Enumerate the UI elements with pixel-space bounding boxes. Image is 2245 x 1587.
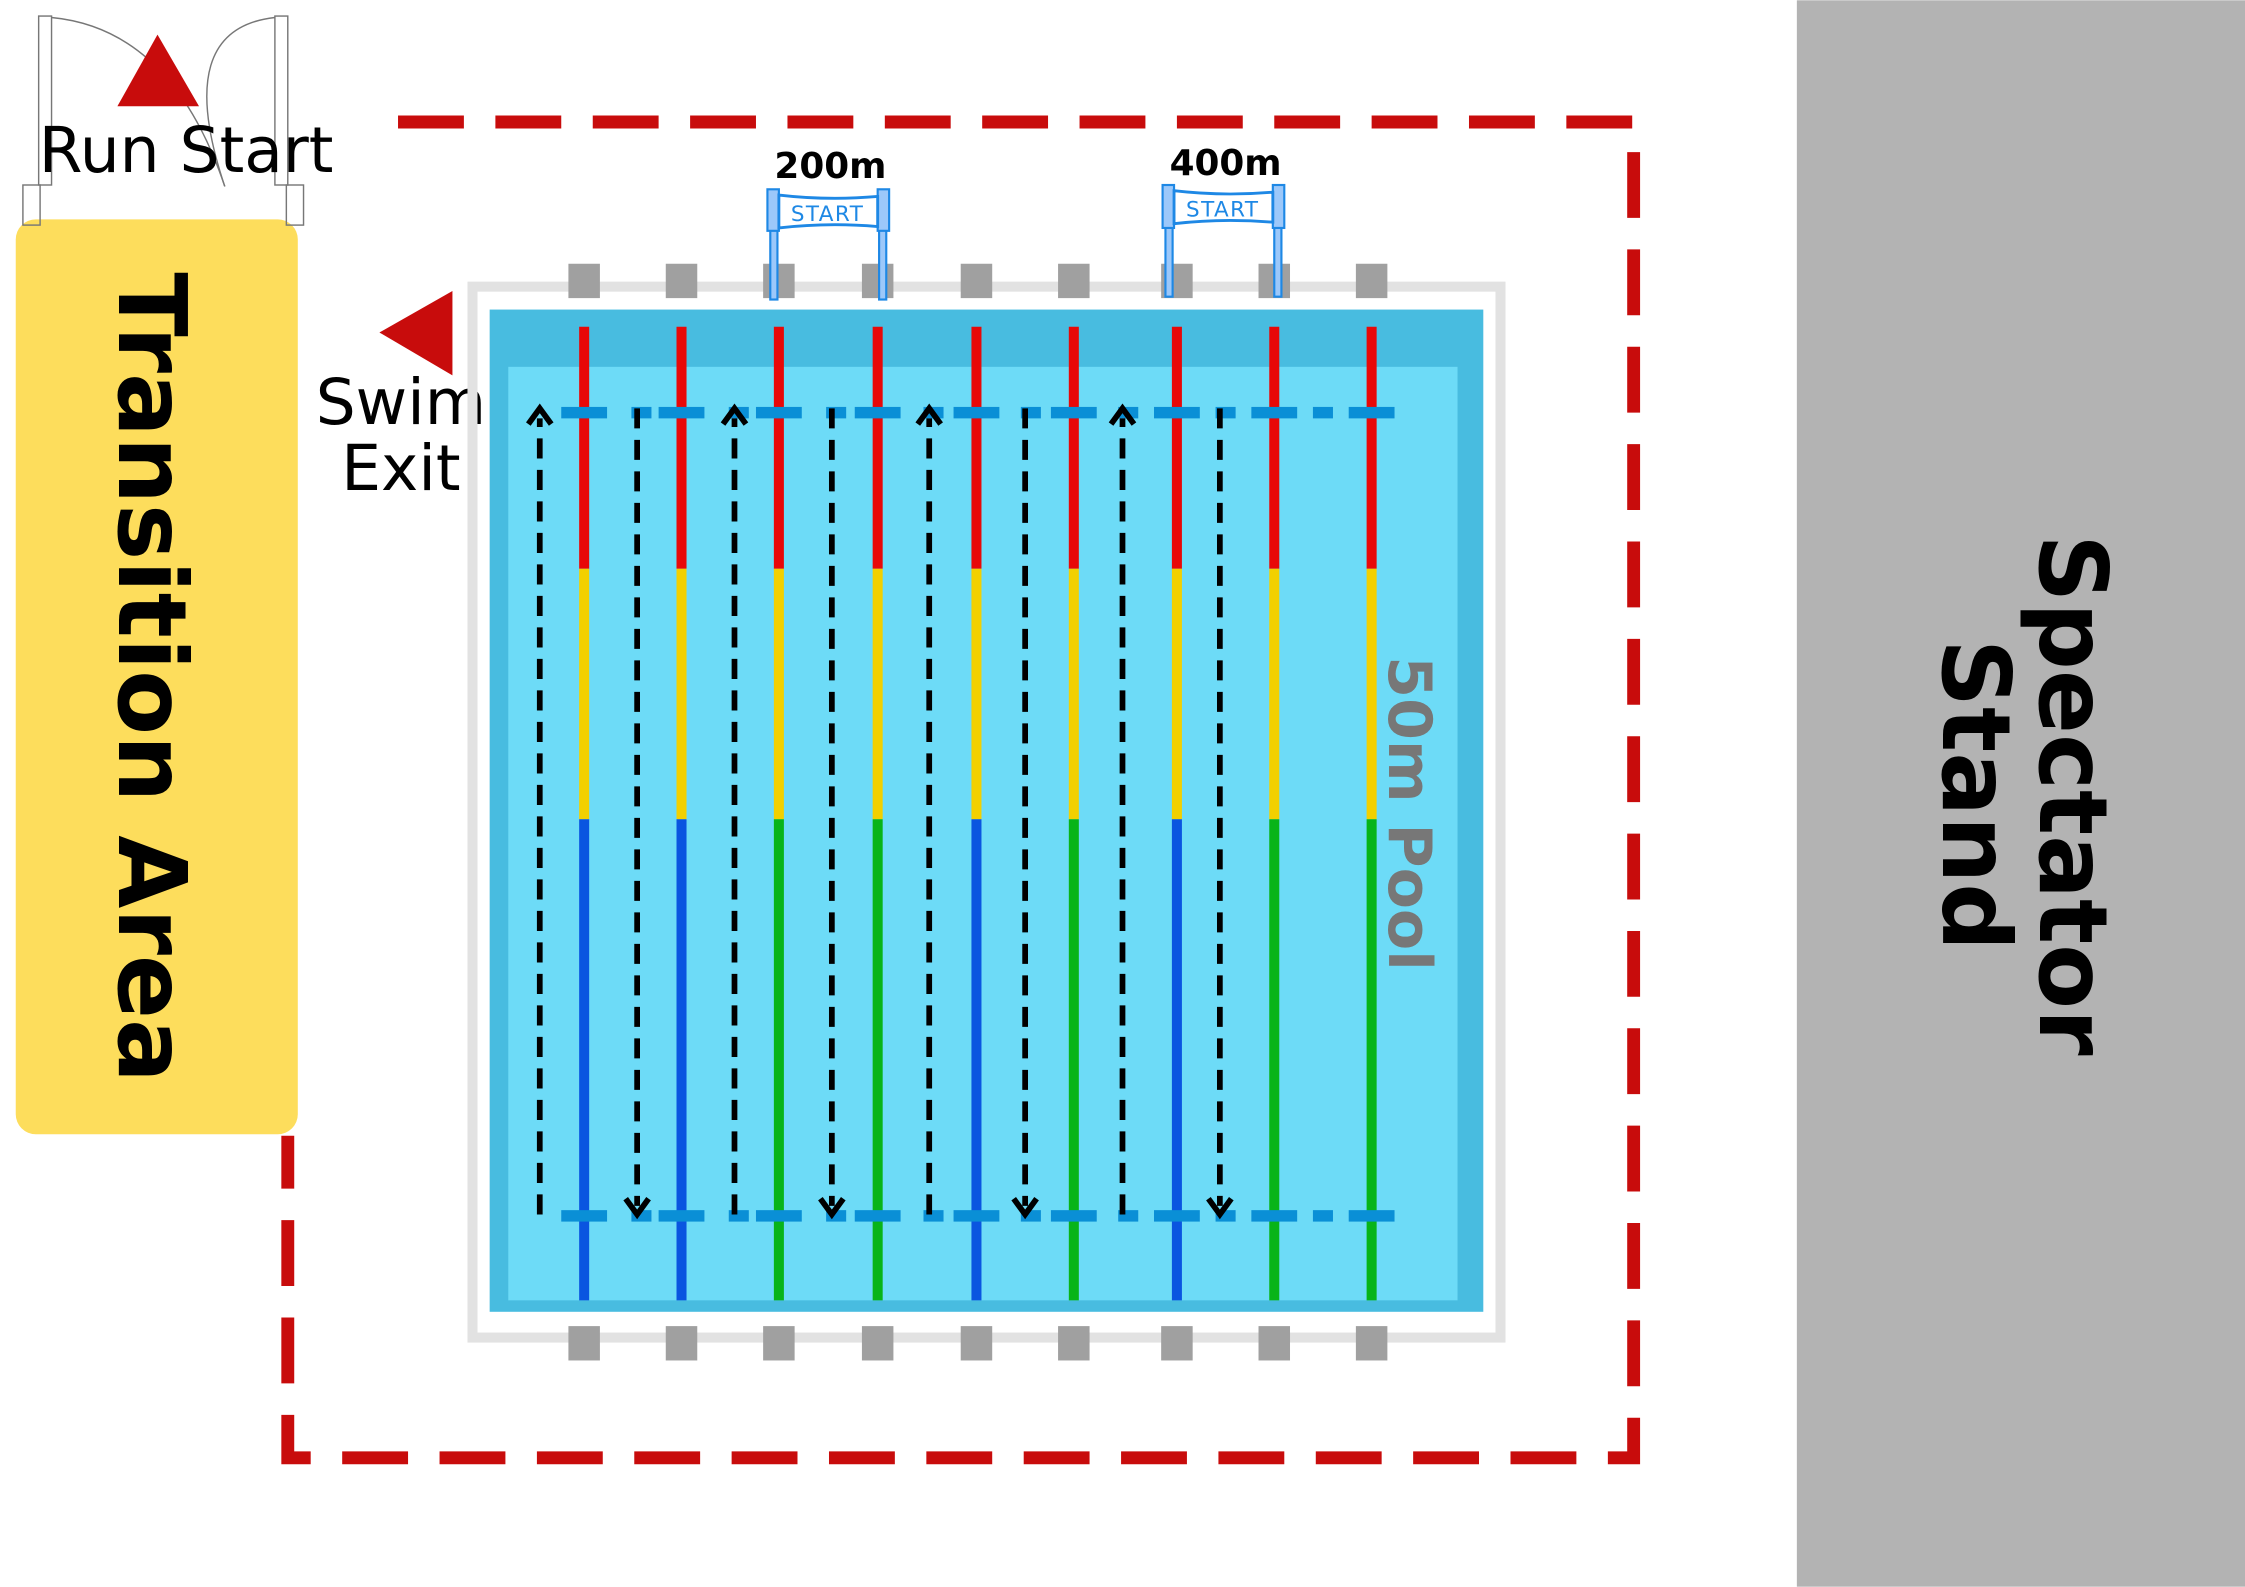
start-banner-text: START xyxy=(791,202,864,227)
distance-marker xyxy=(953,406,1000,419)
transition-area-label: Transition Area xyxy=(96,272,206,1083)
distance-marker xyxy=(1215,406,1236,419)
distance-marker xyxy=(923,1210,944,1222)
swim-direction-arrow-down-icon xyxy=(1206,408,1234,1220)
starting-block xyxy=(665,1326,698,1361)
pool-label: 50m Pool xyxy=(1374,656,1444,971)
spectator-stand-label: Spectator xyxy=(2017,534,2127,1056)
distance-marker xyxy=(1215,1210,1236,1222)
distance-marker xyxy=(1153,406,1200,419)
distance-marker xyxy=(854,1210,901,1222)
distance-marker xyxy=(1348,1210,1395,1222)
start-banner-400m: 400m START xyxy=(1161,143,1286,298)
swim-direction-arrow-down-icon xyxy=(818,408,846,1220)
distance-marker xyxy=(631,406,652,419)
starting-block xyxy=(861,263,894,299)
distance-marker xyxy=(658,1210,705,1222)
distance-marker xyxy=(1251,1210,1298,1222)
distance-marker xyxy=(561,406,608,419)
spectator-stand xyxy=(1796,0,2245,1587)
course-boundary xyxy=(281,115,1641,1465)
transition-area xyxy=(15,219,298,1135)
distance-marker xyxy=(755,406,802,419)
swim-exit-label: Swim xyxy=(316,366,486,439)
starting-block xyxy=(1355,1326,1388,1361)
swim-direction-arrow-down-icon xyxy=(623,408,651,1220)
starting-block xyxy=(568,263,600,299)
starting-block xyxy=(665,263,698,299)
distance-marker xyxy=(755,1210,802,1222)
swim-direction-arrow-up-icon xyxy=(720,403,749,1215)
distance-marker xyxy=(1251,406,1298,419)
starting-block xyxy=(763,1326,795,1361)
swim-exit-label-2: Exit xyxy=(341,432,460,505)
pool-water xyxy=(508,366,1458,1301)
distance-marker xyxy=(1020,1210,1041,1222)
distance-marker xyxy=(1348,406,1395,419)
swim-direction-arrow-up-icon xyxy=(526,403,554,1215)
distance-marker xyxy=(561,1210,608,1222)
distance-marker xyxy=(826,406,847,419)
distance-marker xyxy=(1153,1210,1200,1222)
distance-marker xyxy=(953,1210,1000,1222)
starting-block xyxy=(1058,1326,1090,1361)
distance-marker xyxy=(1312,406,1333,419)
distance-marker xyxy=(826,1210,847,1222)
starting-block xyxy=(1355,263,1388,299)
distance-marker xyxy=(1020,406,1041,419)
run-start-label: Run Start xyxy=(39,114,334,187)
distance-marker xyxy=(1050,1210,1097,1222)
distance-marker xyxy=(854,406,901,419)
distance-marker xyxy=(1118,1210,1139,1222)
starting-block xyxy=(568,1326,600,1361)
distance-marker xyxy=(1312,1210,1333,1222)
swim-direction-arrow-up-icon xyxy=(915,403,943,1215)
start-400m-label: 400m xyxy=(1170,143,1282,184)
starting-block xyxy=(960,1326,993,1361)
swim-direction-arrow-down-icon xyxy=(1011,408,1039,1220)
starting-block xyxy=(1058,263,1090,299)
starting-block xyxy=(1258,1326,1291,1361)
start-banner-200m: 200m START xyxy=(766,146,891,301)
run-start-marker-icon xyxy=(117,34,200,107)
starting-block xyxy=(861,1326,894,1361)
starting-block xyxy=(960,263,993,299)
swim-direction-arrow-up-icon xyxy=(1108,403,1137,1215)
spectator-stand-label-2: Stand xyxy=(1920,639,2030,951)
start-200m-label: 200m xyxy=(774,146,886,187)
start-banner-text: START xyxy=(1186,198,1259,223)
starting-block xyxy=(1161,1326,1193,1361)
distance-marker xyxy=(728,1210,749,1222)
starting-block xyxy=(763,263,795,299)
swim-exit-marker-icon xyxy=(379,290,453,376)
distance-marker xyxy=(1050,406,1097,419)
distance-marker xyxy=(658,406,705,419)
distance-marker xyxy=(631,1210,652,1222)
